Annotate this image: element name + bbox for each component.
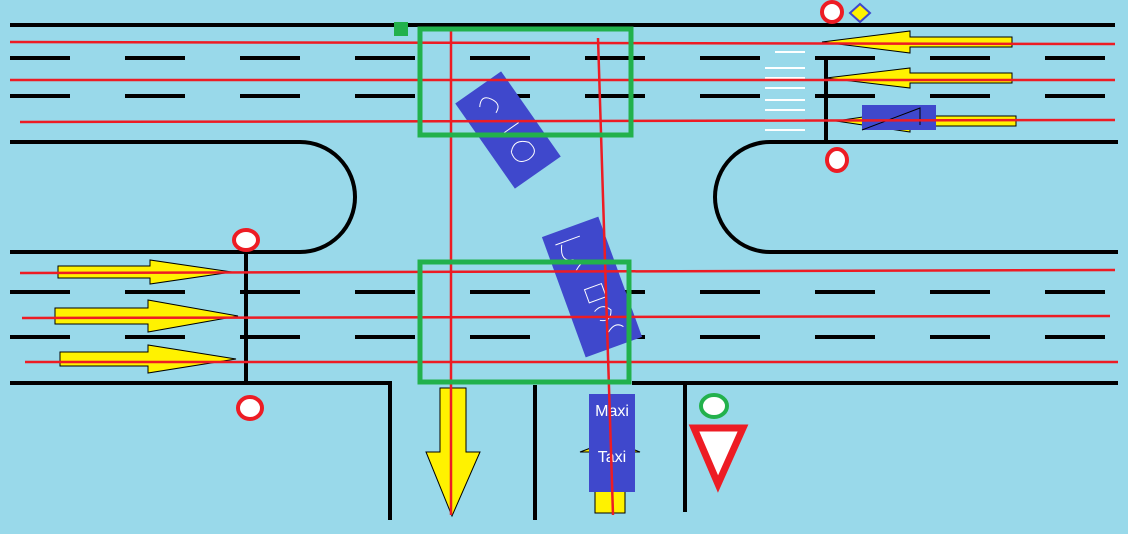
red-circle-sign-icon [825,147,849,173]
red-circle-sign-icon [820,0,844,24]
vehicle-top [455,71,561,189]
vehicle-paths [9,30,1118,516]
bottom-right-edge [632,381,1118,512]
arrow-right-icon [54,299,239,333]
signs [232,0,872,493]
right-island-edge [713,140,1118,254]
lane-dashes [10,56,1118,339]
red-circle-sign-icon [236,395,264,421]
yield-sign-icon [688,424,749,493]
green-marker [394,22,408,36]
priority-road-sign-icon [848,2,872,24]
conflict-zone-top [417,26,634,138]
taxi-label-line1: Maxi [595,403,629,420]
road-edges [10,23,1118,520]
arrow-left-icon [825,67,1013,89]
arrow-down-icon [425,387,481,518]
bottom-left-edge [10,381,392,520]
arrow-left-icon [821,30,1013,54]
left-island-edge [10,140,357,254]
green-circle-sign-icon [699,393,729,419]
arrow-right-icon [59,344,237,374]
conflict-zone-bottom [417,259,632,385]
red-circle-sign-icon [232,228,260,252]
crosswalk [765,51,805,131]
